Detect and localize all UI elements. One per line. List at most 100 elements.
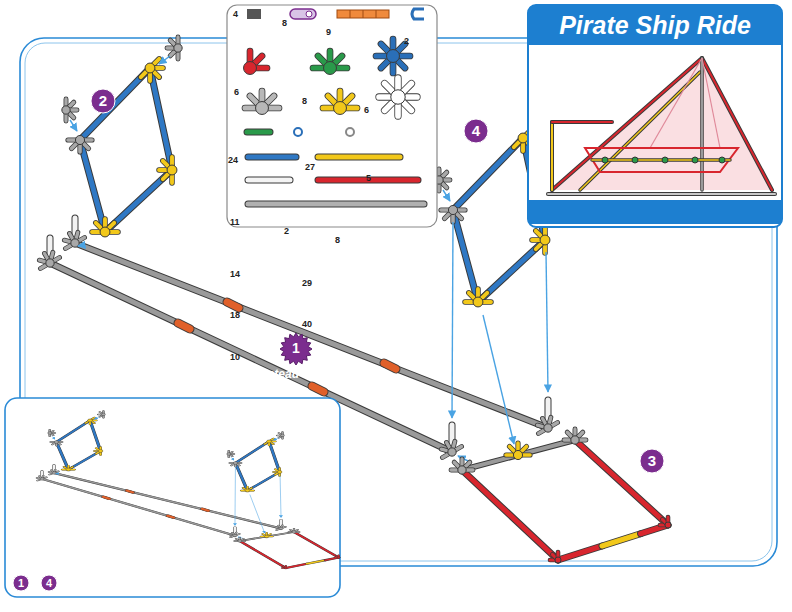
- parts-list: [245, 91, 279, 114]
- frame-module: [453, 210, 478, 302]
- ship-ride-photo: [548, 192, 775, 196]
- title: Pirate Ship Ride: [559, 11, 751, 40]
- title-panel: [528, 5, 782, 227]
- overview-inset: [5, 398, 340, 597]
- step-text-holder: 1: [280, 333, 312, 365]
- step-badge: [280, 333, 312, 365]
- parts-list: [346, 128, 354, 136]
- base-frame: [458, 466, 466, 474]
- part-count: 18: [230, 311, 792, 320]
- base-frame: [571, 436, 579, 444]
- frame-module: [174, 44, 182, 52]
- frame-module: [100, 227, 110, 237]
- parts-list: [248, 202, 424, 207]
- base-frame: [506, 443, 530, 460]
- parts-list: [323, 91, 357, 114]
- frame-module: [80, 140, 105, 232]
- ship-ride-photo: [552, 58, 702, 190]
- frame-module: [478, 240, 545, 302]
- ship-ride-photo: [702, 58, 772, 190]
- parts-list: [318, 155, 400, 160]
- frame-module: [105, 170, 172, 232]
- step-number-text: 1: [292, 341, 300, 356]
- part-count: 8: [302, 97, 792, 106]
- ship-ride-photo: [548, 193, 775, 195]
- part-count: 29: [302, 279, 792, 288]
- frame-module: [62, 37, 182, 237]
- parts-list: [379, 78, 417, 116]
- part-count: 9: [326, 28, 792, 37]
- base-frame: [462, 440, 575, 470]
- assembly-arrow: [483, 315, 514, 444]
- part-count: 2: [404, 37, 792, 46]
- parts-list: [244, 62, 257, 75]
- parts-list: [306, 11, 312, 17]
- parts-list: [363, 10, 364, 18]
- part-count: 6: [234, 88, 792, 97]
- ship-ride-photo: [662, 157, 668, 163]
- step-text-holder: 3: [639, 448, 665, 474]
- base-frame: [462, 470, 558, 560]
- frame-module: [80, 68, 150, 140]
- photo-caption: Bateau de Pirates: [259, 368, 792, 380]
- frame-module: [70, 120, 77, 131]
- part-count: 6: [364, 106, 792, 115]
- part-count: 2: [284, 227, 792, 236]
- parts-list: [248, 154, 296, 161]
- rail-rods: [64, 232, 84, 248]
- frame-module: [159, 157, 177, 183]
- step-text-holder: 1: [12, 574, 30, 592]
- parts-list: [391, 90, 405, 104]
- rail-rods: [384, 363, 396, 369]
- parts-list: [247, 9, 261, 19]
- base-frame: [462, 470, 558, 560]
- ship-ride-photo: [602, 157, 608, 163]
- step-badge: [13, 575, 29, 591]
- ship-ride-photo: [650, 58, 702, 148]
- ship-ride-photo: [552, 58, 702, 190]
- ship-ride-photo: [719, 157, 725, 163]
- frame-module: [473, 297, 483, 307]
- frame-module: [453, 138, 523, 210]
- frame-module: [441, 205, 465, 222]
- ship-ride-photo: [632, 157, 638, 163]
- part-count: 40: [302, 320, 792, 329]
- base-frame: [550, 552, 561, 563]
- frame-module: [92, 219, 118, 237]
- parts-list: [412, 9, 424, 19]
- ship-ride-photo: [552, 58, 772, 190]
- ship-ride-photo: [548, 58, 775, 194]
- title-panel: [528, 5, 782, 45]
- base-frame: [451, 429, 671, 563]
- frame-module: [62, 99, 77, 121]
- rail-rods: [46, 259, 54, 267]
- frame-module: [448, 205, 457, 214]
- ship-ride-photo: [700, 58, 704, 190]
- rail-rods: [227, 302, 239, 308]
- rail-rods: [537, 417, 557, 433]
- base-frame: [555, 557, 561, 563]
- frame-module: [518, 133, 528, 143]
- parts-list: [350, 10, 351, 18]
- frame-module: [105, 170, 172, 232]
- overview-inset: [5, 398, 340, 597]
- parts-list: [334, 102, 347, 115]
- step-text-holder: 4: [463, 118, 489, 144]
- ship-ride-photo: [550, 122, 554, 190]
- frame-module: [532, 227, 550, 253]
- base-frame: [451, 459, 473, 474]
- part-count: 8: [335, 236, 792, 245]
- frame-module: [68, 135, 92, 152]
- part-count: 4: [233, 10, 792, 19]
- parts-list: [247, 130, 270, 135]
- base-frame: [513, 450, 522, 459]
- assembly-arrow: [78, 245, 85, 246]
- step-number-text: 4: [46, 577, 52, 589]
- ship-ride-photo: [702, 58, 720, 148]
- parts-list: [294, 128, 302, 136]
- base-frame: [558, 546, 602, 560]
- parts-list: [247, 129, 270, 136]
- assembly-arrow: [546, 252, 548, 392]
- overview-inset: [37, 411, 340, 569]
